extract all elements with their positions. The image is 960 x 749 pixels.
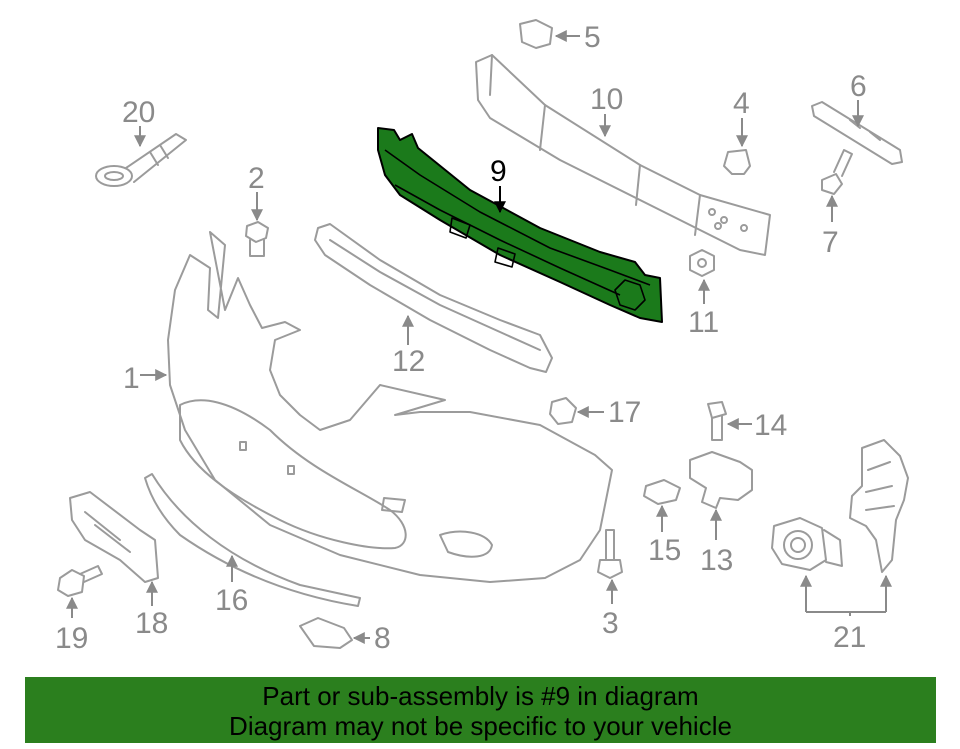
callout-3: 3 xyxy=(602,607,619,640)
part-12-bumper-absorber[interactable] xyxy=(314,223,553,373)
callout-5: 5 xyxy=(584,21,601,54)
notice-line-1: Part or sub-assembly is #9 in diagram xyxy=(262,681,699,711)
part-15-clip[interactable] xyxy=(643,479,681,505)
callout-labels: 1 2 3 4 5 6 7 8 9 10 11 12 13 14 15 16 1… xyxy=(55,21,867,655)
callout-10: 10 xyxy=(590,83,623,116)
part-1-bumper-fascia[interactable] xyxy=(167,231,613,583)
part-10-reinforcement[interactable] xyxy=(475,54,771,256)
notice-line-2: Diagram may not be specific to your vehi… xyxy=(229,711,732,741)
part-18-bracket[interactable] xyxy=(69,491,159,583)
part-2-bolt[interactable] xyxy=(245,221,269,257)
callout-12: 12 xyxy=(392,345,425,378)
part-16-lower-molding[interactable] xyxy=(144,473,361,607)
callout-9: 9 xyxy=(490,155,507,188)
part-19-bolt[interactable] xyxy=(57,565,103,597)
part-13-bracket[interactable] xyxy=(689,451,753,509)
part-8-cover[interactable] xyxy=(299,617,353,649)
notice-banner: Part or sub-assembly is #9 in diagram Di… xyxy=(25,677,936,743)
callout-11: 11 xyxy=(688,306,719,339)
part-17-grommet[interactable] xyxy=(549,397,577,425)
part-11-nut[interactable] xyxy=(689,249,715,277)
part-5-clip[interactable] xyxy=(519,19,553,49)
part-14-bolt[interactable] xyxy=(707,401,727,441)
callout-19: 19 xyxy=(55,622,88,655)
part-7-bolt[interactable] xyxy=(821,149,853,195)
callout-7: 7 xyxy=(822,226,839,259)
callout-2: 2 xyxy=(248,162,265,195)
part-21-sensor-bracket[interactable] xyxy=(771,439,909,573)
callout-18: 18 xyxy=(135,607,168,640)
callout-17: 17 xyxy=(608,396,641,429)
leader-lines xyxy=(66,30,892,644)
callout-21: 21 xyxy=(833,621,866,654)
callout-4: 4 xyxy=(733,87,750,120)
callout-16: 16 xyxy=(215,584,248,617)
callout-8: 8 xyxy=(374,622,391,655)
callout-15: 15 xyxy=(648,534,681,567)
callout-20: 20 xyxy=(122,96,155,129)
callout-13: 13 xyxy=(700,544,733,577)
part-20-tow-hook[interactable] xyxy=(95,133,187,187)
part-3-bolt[interactable] xyxy=(597,529,623,579)
callout-1: 1 xyxy=(123,362,140,395)
part-9-energy-absorber[interactable] xyxy=(377,127,663,323)
callout-14: 14 xyxy=(754,409,787,442)
callout-6: 6 xyxy=(850,70,867,103)
part-4-clip[interactable] xyxy=(723,149,751,175)
